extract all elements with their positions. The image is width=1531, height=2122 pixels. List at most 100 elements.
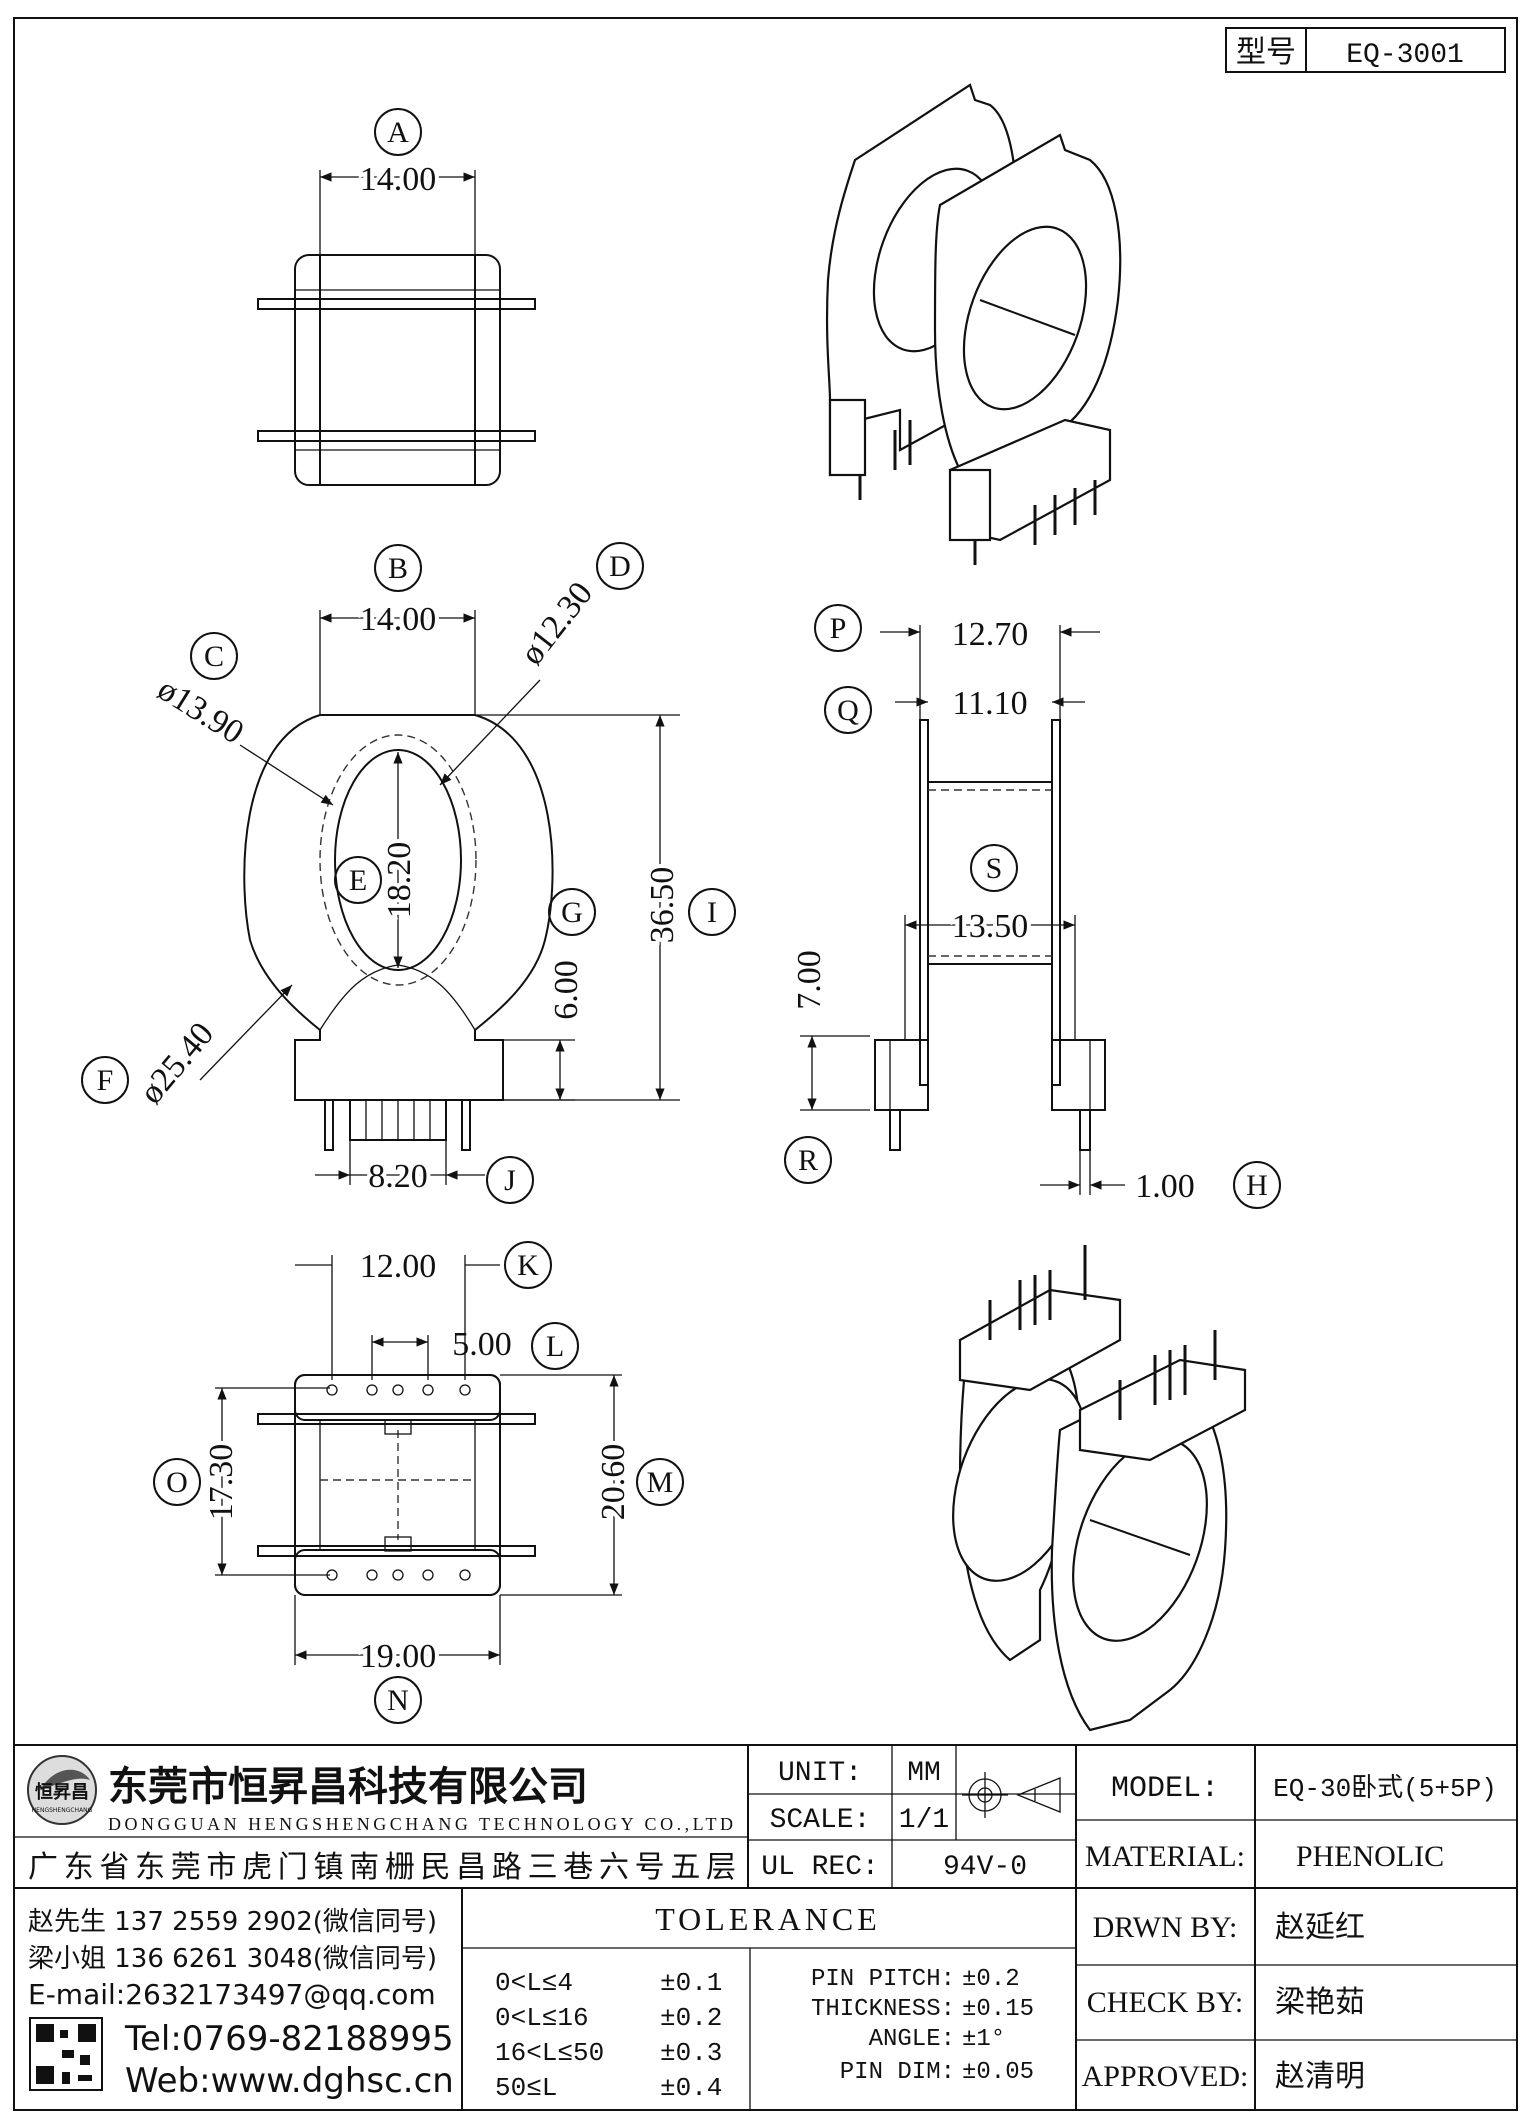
unit-value: MM bbox=[907, 1758, 941, 1789]
scale-value: 1/1 bbox=[899, 1805, 949, 1836]
callout-i-label: I bbox=[707, 896, 717, 929]
dim-c: ø13.90 bbox=[151, 671, 250, 752]
callout-o-label: O bbox=[166, 1466, 188, 1499]
callout-k-label: K bbox=[517, 1249, 539, 1282]
projection-symbol bbox=[962, 1772, 1061, 1818]
model-label: MODEL: bbox=[1111, 1772, 1219, 1806]
callout-j-label: J bbox=[504, 1164, 516, 1197]
pin-dim-label: PIN DIM: bbox=[840, 2059, 955, 2086]
contact-1: 赵先生 137 2559 2902(微信同号) bbox=[28, 1907, 437, 1937]
callout-o bbox=[153, 1458, 201, 1506]
tol-range-3: 16<L≤50 bbox=[495, 2038, 604, 2068]
scale-label: SCALE: bbox=[770, 1805, 871, 1836]
callout-i bbox=[688, 888, 736, 936]
callout-s-label: S bbox=[986, 852, 1003, 885]
callout-l bbox=[531, 1322, 579, 1370]
callout-d-label: D bbox=[609, 550, 631, 583]
dim-l: 5.00 bbox=[452, 1326, 512, 1363]
logo-text: 恒昇昌 bbox=[35, 1781, 89, 1803]
part-number-box: 型号 EQ-3001 bbox=[1225, 27, 1506, 73]
callout-g-label: G bbox=[561, 896, 583, 929]
callout-c bbox=[190, 632, 238, 680]
callout-r bbox=[784, 1136, 832, 1184]
dim-e: 18.20 bbox=[381, 842, 418, 919]
dim-p: 12.70 bbox=[952, 616, 1029, 653]
thickness-value: ±0.15 bbox=[962, 1996, 1034, 2023]
callout-h-label: H bbox=[1246, 1169, 1268, 1202]
tol-range-2: 0<L≤16 bbox=[495, 2003, 589, 2033]
callout-f bbox=[81, 1056, 129, 1104]
tol-value-4: ±0.4 bbox=[660, 2073, 722, 2103]
callout-q-label: Q bbox=[837, 694, 859, 727]
callout-c-label: C bbox=[204, 640, 224, 673]
unit-label: UNIT: bbox=[778, 1758, 862, 1789]
callout-f-label: F bbox=[97, 1064, 114, 1097]
ul-value: 94V-0 bbox=[943, 1852, 1027, 1883]
callout-n bbox=[374, 1676, 422, 1724]
callout-h bbox=[1233, 1161, 1281, 1209]
callout-p bbox=[814, 604, 862, 652]
callout-e bbox=[334, 856, 382, 904]
website: Web:www.dghsc.cn bbox=[125, 2061, 454, 2101]
callout-d bbox=[596, 542, 644, 590]
dim-o: 17.30 bbox=[203, 1444, 240, 1521]
material-value: PHENOLIC bbox=[1296, 1840, 1444, 1873]
dim-b: 14.00 bbox=[360, 601, 437, 638]
material-label: MATERIAL: bbox=[1085, 1840, 1245, 1873]
callout-q bbox=[824, 686, 872, 734]
tol-value-3: ±0.3 bbox=[660, 2038, 722, 2068]
dim-r: 7.00 bbox=[791, 950, 828, 1010]
dim-n: 19.00 bbox=[360, 1638, 437, 1675]
isometric-view-upper bbox=[825, 83, 1122, 565]
callout-n-label: N bbox=[387, 1684, 409, 1717]
approved-value: 赵清明 bbox=[1275, 2059, 1365, 2094]
dim-s: 13.50 bbox=[952, 908, 1029, 945]
callout-m-label: M bbox=[647, 1466, 674, 1499]
dim-k: 12.00 bbox=[360, 1248, 437, 1285]
dim-q: 11.10 bbox=[952, 685, 1027, 722]
pin-dim-value: ±0.05 bbox=[962, 2059, 1034, 2086]
callout-r-label: R bbox=[798, 1144, 818, 1177]
thickness-label: THICKNESS: bbox=[811, 1996, 955, 2023]
tol-range-1: 0<L≤4 bbox=[495, 1968, 573, 1998]
angle-value: ±1° bbox=[962, 2026, 1005, 2053]
callout-b bbox=[374, 544, 422, 592]
callout-e-label: E bbox=[349, 864, 367, 897]
side-view: P 12.70 Q 11.10 S 13.50 7.0 bbox=[784, 604, 1281, 1209]
ul-label: UL REC: bbox=[761, 1852, 879, 1883]
tol-value-2: ±0.2 bbox=[660, 2003, 722, 2033]
pin-pitch-value: ±0.2 bbox=[962, 1966, 1020, 1993]
isometric-view-lower bbox=[952, 1245, 1247, 1732]
tol-value-1: ±0.1 bbox=[660, 1968, 722, 1998]
callout-k bbox=[504, 1241, 552, 1289]
dim-g: 6.00 bbox=[548, 960, 585, 1020]
dim-h: 1.00 bbox=[1135, 1168, 1195, 1205]
email: E-mail:2632173497@qq.com bbox=[28, 1978, 436, 2011]
angle-label: ANGLE: bbox=[869, 2026, 955, 2053]
company-logo: 恒昇昌 HENGSHENGCHANG bbox=[27, 1755, 97, 1825]
part-number: EQ-3001 bbox=[1346, 40, 1464, 71]
callout-s bbox=[970, 844, 1018, 892]
callout-g bbox=[548, 888, 596, 936]
dim-j: 8.20 bbox=[368, 1158, 428, 1195]
dim-f: ø25.40 bbox=[133, 1016, 221, 1111]
dim-i: 36.50 bbox=[644, 867, 681, 944]
tolerance-title: TOLERANCE bbox=[655, 1901, 881, 1937]
part-label: 型号 bbox=[1236, 35, 1296, 70]
check-by-value: 梁艳茹 bbox=[1275, 1985, 1365, 2020]
sheet-border bbox=[13, 17, 1518, 2111]
pin-pitch-label: PIN PITCH: bbox=[811, 1966, 955, 1993]
dim-a: 14.00 bbox=[360, 161, 437, 198]
title-block: 恒昇昌 HENGSHENGCHANG 东莞市恒昇昌科技有限公司 DONGGUAN… bbox=[14, 1744, 1517, 2110]
contact-2: 梁小姐 136 6261 3048(微信同号) bbox=[28, 1944, 437, 1974]
bottom-view: 12.00 K 5.00 L 17.30 O bbox=[153, 1241, 684, 1724]
callout-j bbox=[486, 1156, 534, 1204]
qr-code bbox=[29, 2017, 103, 2091]
top-view: A 14.00 bbox=[257, 108, 536, 486]
approved-label: APPROVED: bbox=[1082, 2060, 1249, 2093]
callout-a-label: A bbox=[387, 116, 409, 149]
tol-range-4: 50≤L bbox=[495, 2073, 557, 2103]
drawn-by-value: 赵延红 bbox=[1275, 1910, 1365, 1945]
telephone: Tel:0769-82188995 bbox=[124, 2019, 454, 2059]
